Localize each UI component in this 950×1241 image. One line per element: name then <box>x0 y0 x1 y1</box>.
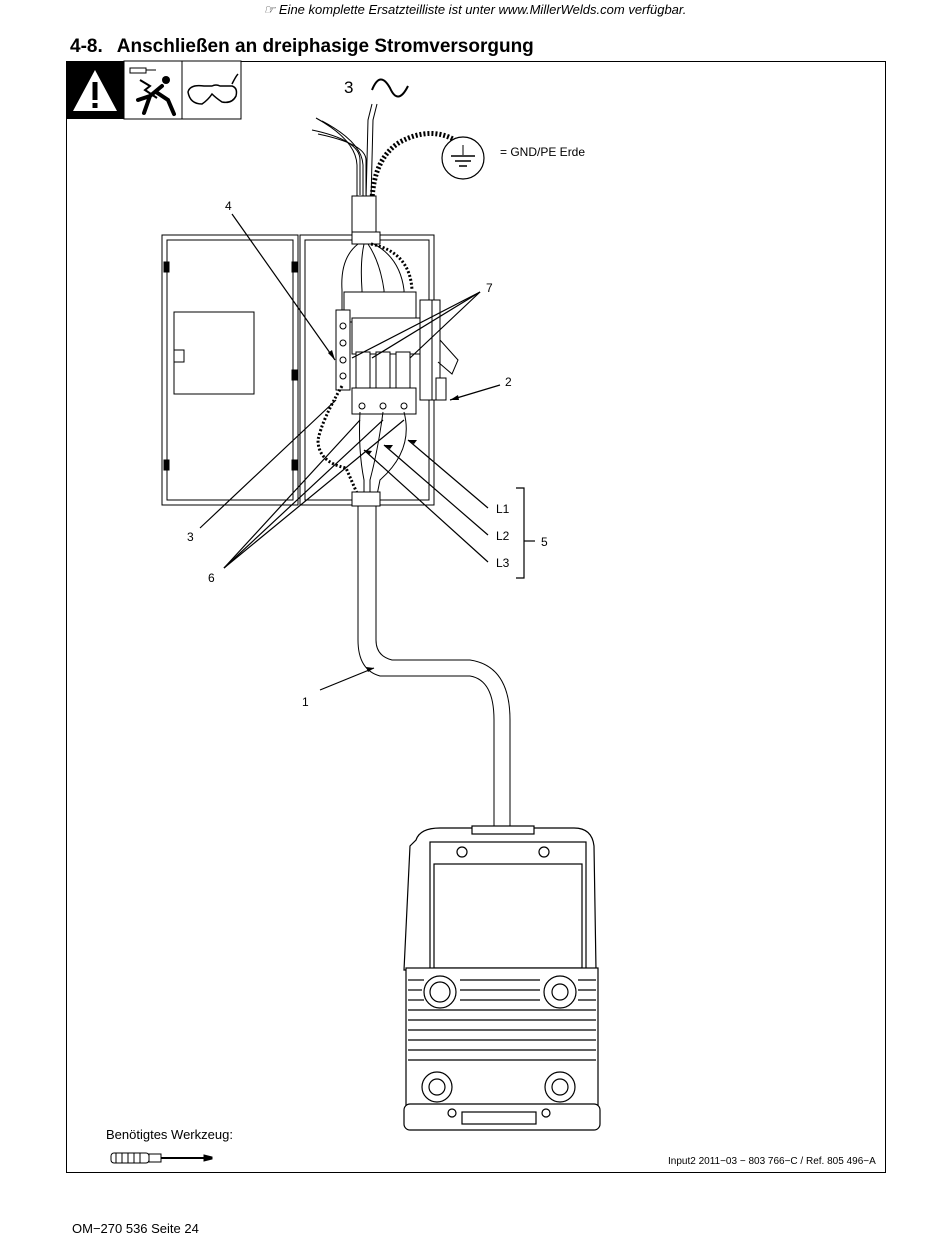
ground-label: = GND/PE Erde <box>500 145 585 159</box>
safety-icon-bar <box>66 60 242 120</box>
ac-sine-icon <box>371 78 409 98</box>
parts-list-note: ☞ Eine komplette Ersatzteilliste ist unt… <box>0 2 950 18</box>
section-number: 4-8. <box>70 36 103 57</box>
pointing-hand-icon: ☞ <box>263 2 276 17</box>
parts-list-note-text: Eine komplette Ersatzteilliste ist unter… <box>278 2 687 17</box>
screwdriver-icon <box>110 1152 213 1164</box>
safety-glasses-icon <box>181 60 242 120</box>
callout-L1: L1 <box>496 502 510 516</box>
incoming-cable <box>311 103 457 237</box>
callout-4: 4 <box>225 199 232 213</box>
callout-7: 7 <box>486 281 493 295</box>
callout-6: 6 <box>208 571 215 585</box>
callout-L2: L2 <box>496 529 510 543</box>
callout-L3: L3 <box>496 556 510 570</box>
drawing-reference: Input2 2011−03 − 803 766−C / Ref. 805 49… <box>668 1156 876 1167</box>
diagram-frame <box>66 61 886 1173</box>
callout-1: 1 <box>302 695 309 709</box>
section-heading: 4-8. Anschließen an dreiphasige Stromvers… <box>70 36 534 58</box>
callout-leaders <box>199 213 535 691</box>
callout-2: 2 <box>505 375 512 389</box>
required-tools-label: Benötigtes Werkzeug: <box>106 1127 233 1142</box>
ground-symbol <box>441 136 485 180</box>
section-title: Anschließen an dreiphasige Stromversorgu… <box>116 36 534 57</box>
phase-count-label: 3 <box>344 78 353 97</box>
callout-3: 3 <box>187 530 194 544</box>
leader-arrowheads <box>328 350 459 672</box>
disconnect-box <box>161 231 459 507</box>
callout-5: 5 <box>541 535 548 549</box>
page-footer: OM−270 536 Seite 24 <box>72 1221 199 1236</box>
heatsink-fins <box>408 979 596 1061</box>
welding-power-source <box>403 825 601 1131</box>
